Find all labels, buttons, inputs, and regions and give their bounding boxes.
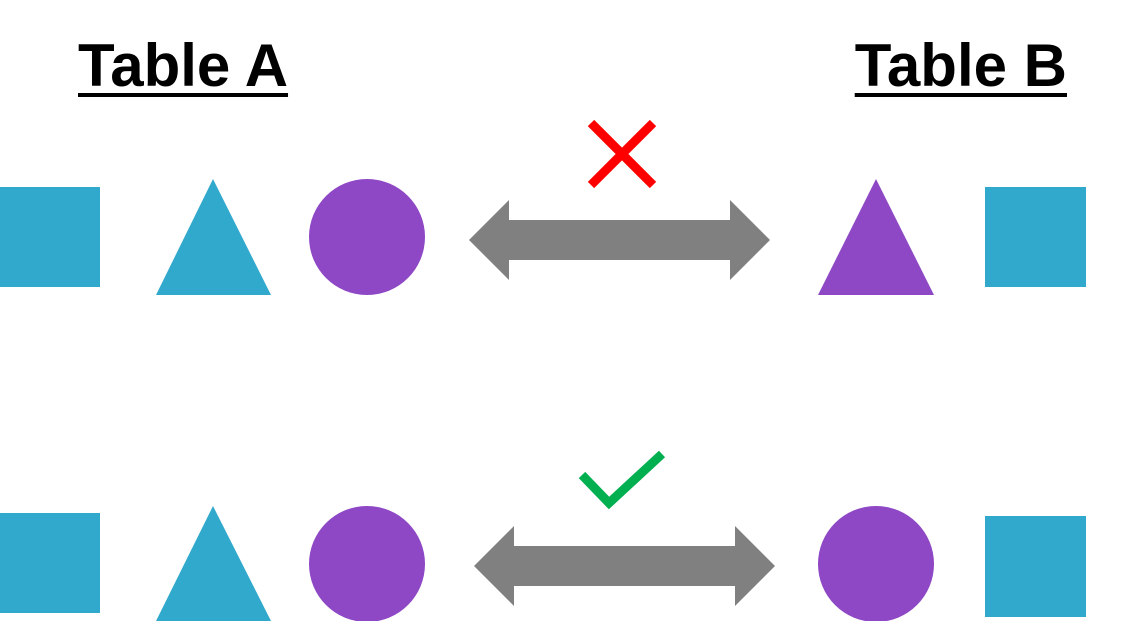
cross-icon bbox=[587, 119, 657, 189]
table-a-circle-shape bbox=[309, 506, 425, 621]
table-a-triangle-shape bbox=[156, 506, 271, 621]
table-b-title: Table B bbox=[854, 32, 1067, 99]
table-b-square-shape bbox=[985, 187, 1086, 287]
table-a-square-shape bbox=[0, 187, 100, 287]
table-b-square-shape bbox=[985, 516, 1086, 617]
table-b-triangle-shape bbox=[818, 179, 934, 295]
double-arrow bbox=[474, 526, 775, 606]
table-a-title: Table A bbox=[78, 32, 289, 99]
table-a-triangle-shape bbox=[156, 179, 271, 295]
checkmark-icon bbox=[578, 450, 666, 510]
row-mismatch bbox=[0, 119, 1086, 295]
row-match bbox=[0, 450, 1086, 621]
table-a-circle-shape bbox=[309, 179, 425, 295]
double-arrow bbox=[469, 200, 770, 280]
table-a-square-shape bbox=[0, 513, 100, 613]
table-b-circle-shape bbox=[818, 506, 934, 621]
